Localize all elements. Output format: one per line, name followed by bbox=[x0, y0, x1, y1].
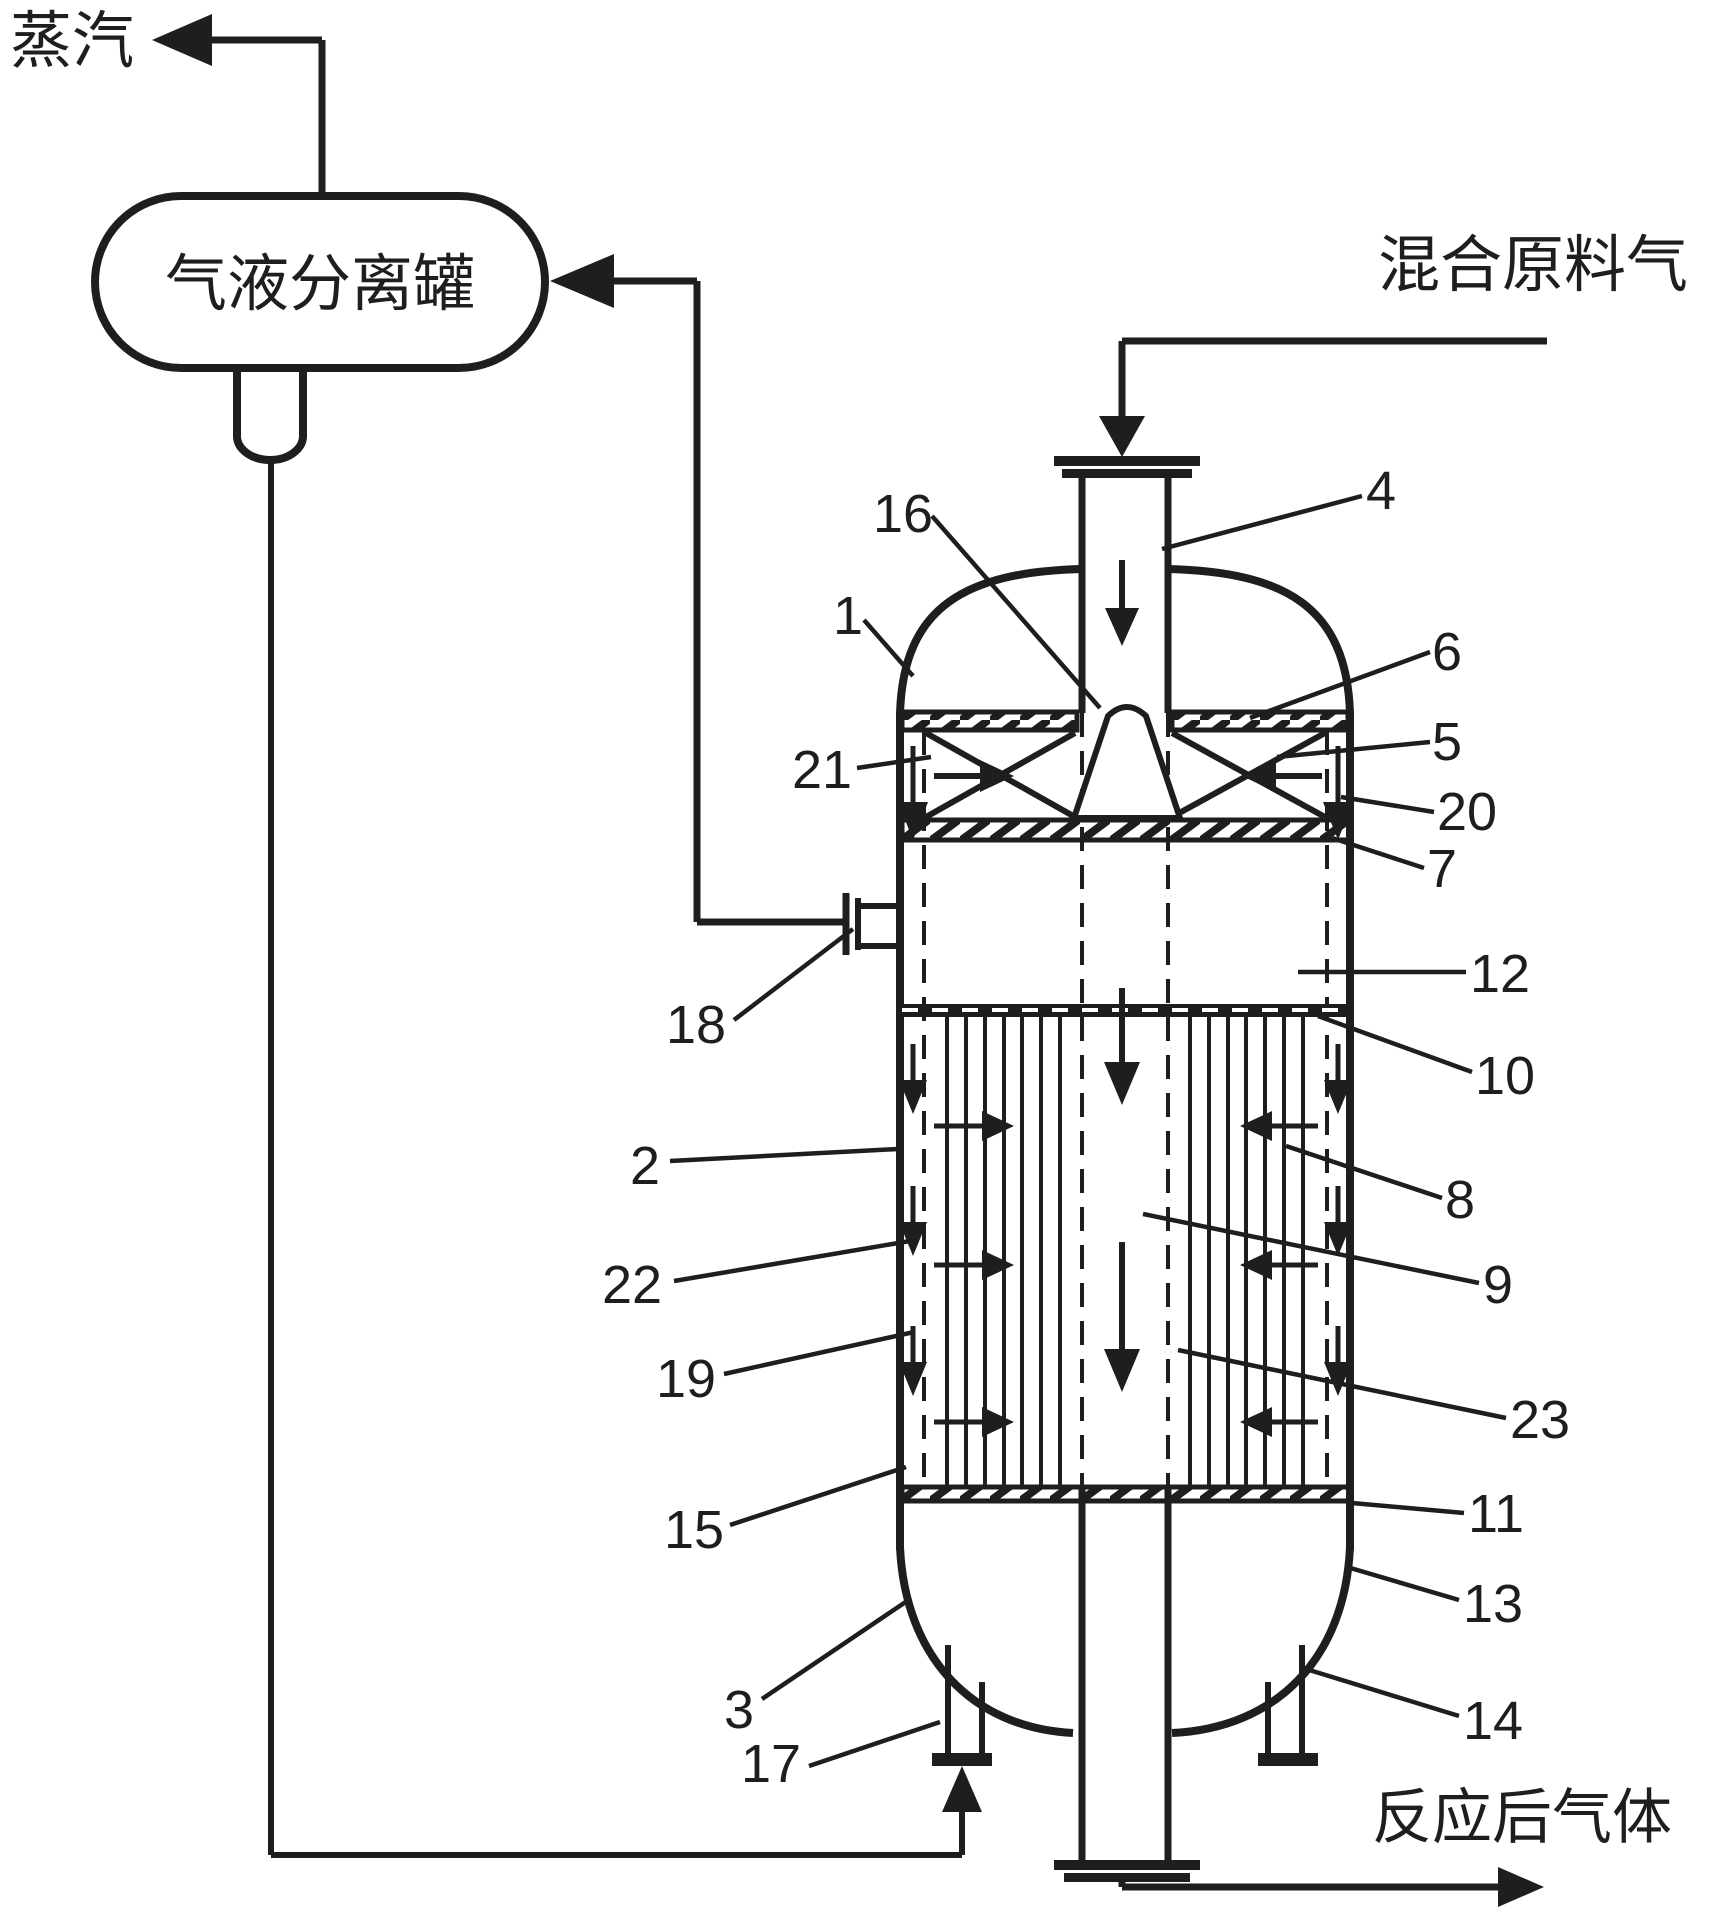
steam-water-line bbox=[612, 277, 844, 926]
steam-arrow-icon bbox=[152, 14, 212, 66]
callout-17: 17 bbox=[741, 1734, 801, 1794]
leader-8 bbox=[1285, 1143, 1443, 1201]
leader-2 bbox=[669, 1146, 899, 1164]
outlet-flange-lower bbox=[1064, 1873, 1190, 1882]
product-gas-line bbox=[1118, 1882, 1502, 1891]
leader-3 bbox=[760, 1597, 912, 1701]
callout-9: 9 bbox=[1483, 1255, 1513, 1315]
callout-13: 13 bbox=[1463, 1574, 1523, 1634]
bottom-dome bbox=[896, 1546, 1354, 1737]
water-inlet-nozzle-17 bbox=[945, 1645, 985, 1755]
callout-23: 23 bbox=[1510, 1390, 1570, 1450]
support-leg-14 bbox=[1265, 1645, 1305, 1755]
product-gas-label: 反应后气体 bbox=[1372, 1784, 1672, 1851]
leader-15 bbox=[729, 1464, 907, 1528]
leader-4 bbox=[1161, 493, 1363, 552]
lower-tubesheet bbox=[899, 1484, 1353, 1504]
callout-2: 2 bbox=[630, 1136, 660, 1196]
water-inlet-flange bbox=[932, 1753, 992, 1766]
callout-14: 14 bbox=[1463, 1691, 1523, 1751]
heat-exchange-tubes bbox=[945, 1017, 1305, 1487]
product-gas-arrow-icon bbox=[1498, 1867, 1544, 1907]
leader-6 bbox=[1249, 649, 1431, 721]
bundle-flow-arrows bbox=[934, 1111, 1318, 1437]
jacket-downflow-arrows bbox=[899, 1044, 1352, 1396]
callout-6: 6 bbox=[1432, 622, 1462, 682]
callout-5: 5 bbox=[1432, 712, 1462, 772]
leader-22 bbox=[673, 1237, 917, 1284]
jacket-outlet-nozzle bbox=[842, 893, 900, 955]
callout-11: 11 bbox=[1468, 1484, 1524, 1544]
leader-20 bbox=[1340, 794, 1435, 815]
leader-18 bbox=[732, 927, 855, 1022]
leader-23 bbox=[1177, 1347, 1507, 1421]
xband-flow-arrow-right-icon bbox=[1242, 760, 1276, 792]
leader-13 bbox=[1346, 1564, 1460, 1603]
feed-gas-label: 混合原料气 bbox=[1378, 231, 1688, 300]
callout-15: 15 bbox=[664, 1500, 724, 1560]
callout-3: 3 bbox=[724, 1680, 754, 1740]
tank-inlet-arrow-icon bbox=[550, 254, 614, 308]
feed-gas-line bbox=[1118, 337, 1547, 420]
inlet-pipe bbox=[1078, 477, 1172, 713]
leader-17 bbox=[808, 1719, 941, 1769]
callout-4: 4 bbox=[1366, 461, 1396, 521]
xband-flow-arrow-left-icon bbox=[980, 760, 1014, 792]
callout-7: 7 bbox=[1427, 839, 1457, 899]
leader-14 bbox=[1305, 1666, 1460, 1719]
leader-1 bbox=[862, 618, 915, 678]
callout-20: 20 bbox=[1437, 782, 1497, 842]
top-grid bbox=[899, 709, 1351, 733]
leader-7 bbox=[1331, 835, 1425, 871]
central-pipe-flow-arrows bbox=[1104, 988, 1140, 1392]
steam-label: 蒸汽 bbox=[10, 7, 134, 76]
separator-tank bbox=[91, 192, 549, 372]
inlet-flange-lower bbox=[1062, 469, 1192, 478]
callout-18: 18 bbox=[666, 995, 726, 1055]
leader-16 bbox=[930, 514, 1102, 710]
steam-outlet-line bbox=[204, 36, 326, 198]
leader-11 bbox=[1351, 1500, 1465, 1516]
callout-19: 19 bbox=[656, 1349, 716, 1409]
outlet-flange-upper bbox=[1054, 1860, 1200, 1870]
liquid-return-line bbox=[268, 460, 965, 1858]
leader-5 bbox=[1276, 739, 1431, 760]
leader-9 bbox=[1142, 1211, 1480, 1286]
water-return-arrow-icon bbox=[942, 1766, 982, 1812]
callout-10: 10 bbox=[1475, 1046, 1535, 1106]
callout-21: 21 bbox=[792, 740, 852, 800]
callout-12: 12 bbox=[1470, 944, 1530, 1004]
inlet-flange-upper bbox=[1054, 456, 1200, 466]
separator-bottom-stub bbox=[233, 366, 307, 464]
callout-22: 22 bbox=[602, 1255, 662, 1315]
callout-1: 1 bbox=[833, 586, 863, 646]
callout-16: 16 bbox=[873, 484, 933, 544]
callout-numbers: 1 16 4 6 5 20 7 21 18 12 10 2 8 22 9 19 … bbox=[602, 461, 1570, 1794]
callout-leaders bbox=[669, 493, 1507, 1769]
lower-grid bbox=[899, 817, 1353, 843]
separator-tank-label: 气液分离罐 bbox=[165, 250, 475, 319]
leader-21 bbox=[856, 754, 932, 771]
feed-arrow-icon bbox=[1099, 416, 1145, 457]
distributor-cone bbox=[1069, 704, 1185, 821]
central-pipe-bottom bbox=[1078, 1487, 1172, 1861]
callout-8: 8 bbox=[1445, 1170, 1475, 1230]
support-leg-foot bbox=[1258, 1753, 1318, 1766]
jacket-inner-dashed-lines bbox=[922, 731, 1329, 1487]
pipe-flow-arrow-top-icon bbox=[1105, 608, 1139, 646]
vessel-shell-walls bbox=[896, 711, 1354, 1550]
top-dome bbox=[896, 565, 1354, 715]
leader-19 bbox=[723, 1329, 915, 1377]
leader-10 bbox=[1317, 1013, 1473, 1075]
